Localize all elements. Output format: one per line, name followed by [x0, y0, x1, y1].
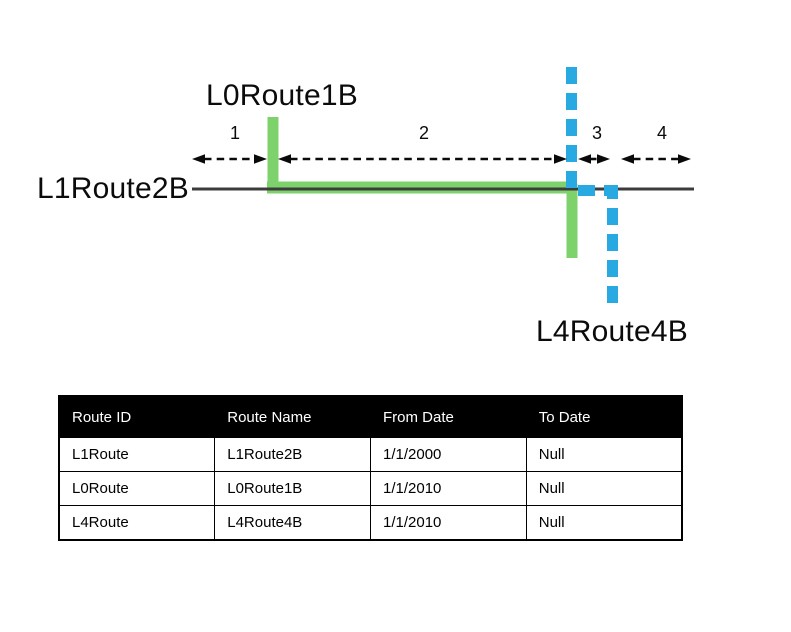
- route-table: Route ID Route Name From Date To Date L1…: [58, 395, 683, 541]
- cell-to-date: Null: [525, 471, 683, 506]
- cell-route-name: L4Route4B: [214, 505, 371, 541]
- segment-number-3: 3: [591, 123, 603, 143]
- arrowhead-left-icon: [192, 154, 205, 164]
- column-header-route-name: Route Name: [214, 395, 371, 438]
- table-header-row: Route ID Route Name From Date To Date: [58, 395, 683, 438]
- segment-number-4: 4: [656, 123, 668, 143]
- column-header-to-date: To Date: [525, 395, 683, 438]
- timeline-graphic: [192, 67, 694, 310]
- cell-route-id: L0Route: [58, 471, 216, 506]
- cell-to-date: Null: [525, 505, 683, 541]
- label-l4route4b: L4Route4B: [536, 315, 688, 348]
- arrowhead-right-icon: [678, 154, 691, 164]
- dimension-segment-3: [578, 154, 610, 164]
- cell-from-date: 1/1/2000: [370, 437, 527, 472]
- cell-route-id: L4Route: [58, 505, 216, 541]
- segment-number-1: 1: [229, 123, 241, 143]
- route-timeline-diagram: L0Route1B L1Route2B L4Route4B 1 2 3 4: [37, 67, 694, 348]
- table-row: L4Route L4Route4B 1/1/2010 Null: [58, 505, 683, 541]
- arrowhead-right-icon: [554, 154, 567, 164]
- arrowhead-left-icon: [278, 154, 291, 164]
- cell-from-date: 1/1/2010: [370, 505, 527, 541]
- cell-from-date: 1/1/2010: [370, 471, 527, 506]
- dimension-segment-1: [192, 154, 267, 164]
- label-l0route1b: L0Route1B: [206, 79, 358, 112]
- cell-to-date: Null: [525, 437, 683, 472]
- column-header-route-id: Route ID: [58, 395, 216, 438]
- blue-dashed-route-l4route4b: [566, 67, 618, 310]
- dimension-segment-4: [621, 154, 691, 164]
- arrowhead-left-icon: [621, 154, 634, 164]
- table-row: L1Route L1Route2B 1/1/2000 Null: [58, 437, 683, 472]
- cell-route-name: L0Route1B: [214, 471, 371, 506]
- dimension-segment-2: [278, 154, 567, 164]
- arrowhead-right-icon: [254, 154, 267, 164]
- arrowhead-left-icon: [578, 154, 591, 164]
- cell-route-id: L1Route: [58, 437, 216, 472]
- segment-number-2: 2: [418, 123, 430, 143]
- column-header-from-date: From Date: [370, 395, 527, 438]
- arrowhead-right-icon: [597, 154, 610, 164]
- table-row: L0Route L0Route1B 1/1/2010 Null: [58, 471, 683, 506]
- cell-route-name: L1Route2B: [214, 437, 371, 472]
- label-l1route2b: L1Route2B: [37, 172, 189, 205]
